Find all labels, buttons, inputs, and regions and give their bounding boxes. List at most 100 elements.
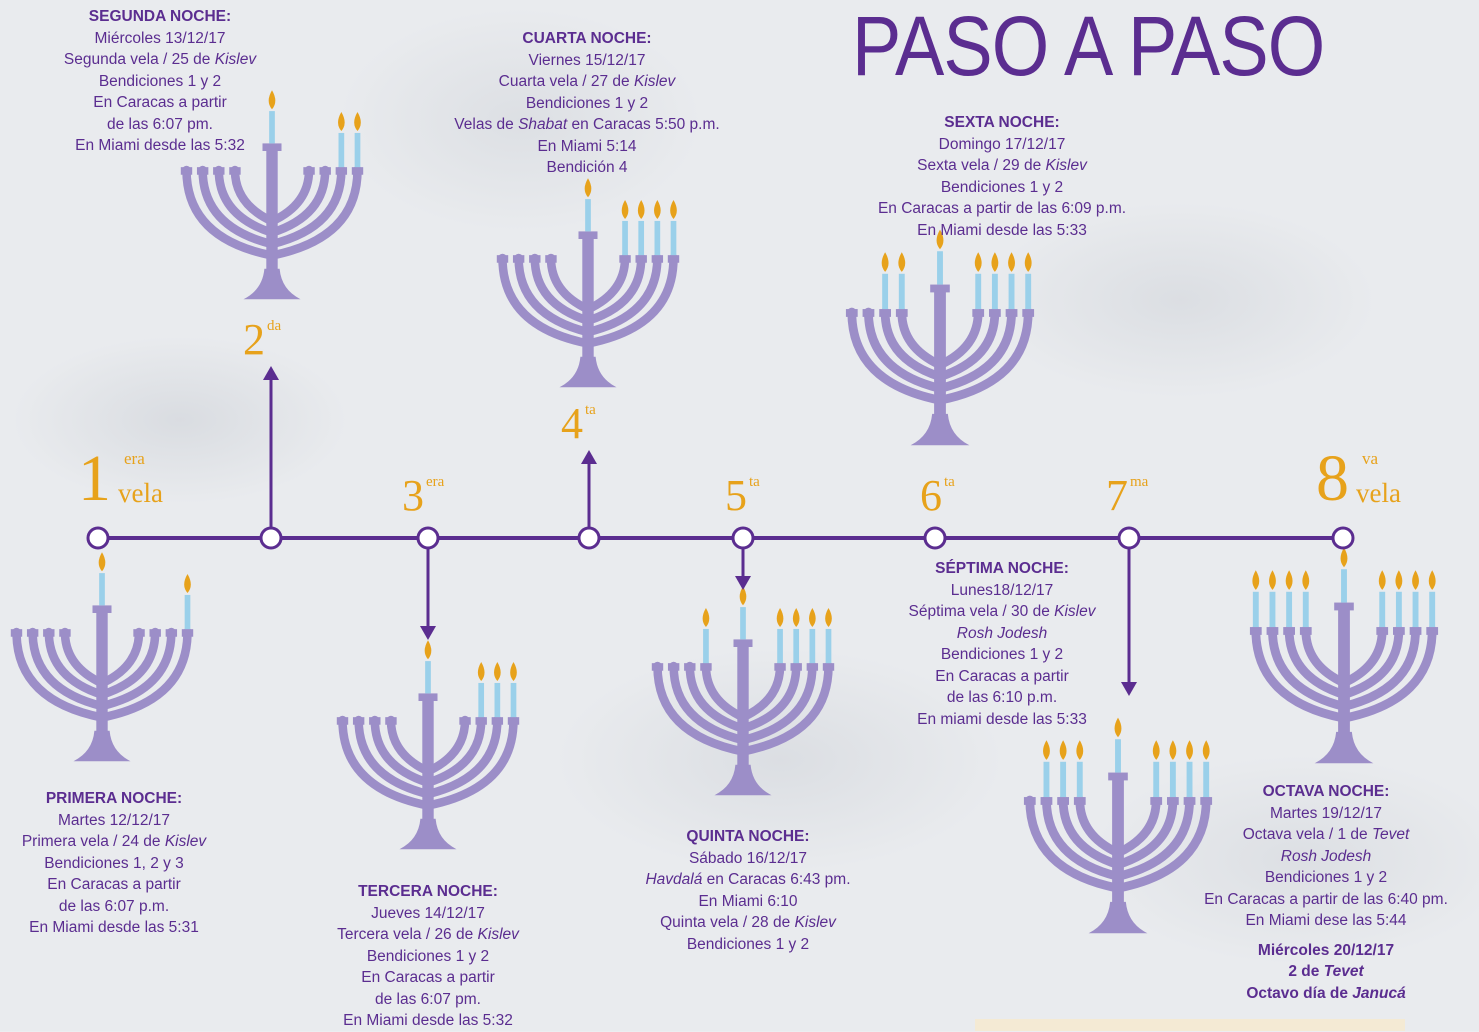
ordinal-8: 8 va vela <box>1316 446 1401 512</box>
night-8-caracas: En Caracas a partir de las 6:40 pm. <box>1204 890 1448 908</box>
node-8 <box>1331 526 1355 550</box>
menorah-7-icon <box>1023 717 1213 934</box>
night-6-blessings: Bendiciones 1 y 2 <box>940 178 1064 196</box>
night-3-caracas-1: En Caracas a partir <box>361 969 495 986</box>
night-6-month: Kislev <box>1045 157 1087 174</box>
node-4 <box>577 526 601 550</box>
menorah-6-icon <box>845 229 1035 446</box>
menorah-3-icon <box>336 640 520 850</box>
menorah-5-icon <box>651 586 835 796</box>
night-8-vela-text: Octava vela / 1 de <box>1242 826 1372 843</box>
ordinal-7-num: 7 <box>1106 471 1128 520</box>
night-5-vela: Quinta vela / 28 de Kislev <box>618 912 878 934</box>
night-6-vela: Sexta vela / 29 de Kislev <box>842 155 1162 177</box>
night-1-caracas-2: de las 6:07 p.m. <box>58 897 170 915</box>
node-3 <box>416 526 440 550</box>
ordinal-5-num: 5 <box>725 471 747 520</box>
menorah-8-icon <box>1249 547 1439 764</box>
night-8-miami: En Miami dese las 5:44 <box>1245 912 1407 929</box>
night-8-extra-tevet-a: 2 de <box>1288 963 1324 980</box>
night-7-month: Kislev <box>1054 603 1096 620</box>
menorah-1-icon <box>10 552 194 762</box>
ordinal-6-num: 6 <box>920 471 942 520</box>
night-4-heading: CUARTA NOCHE: <box>522 30 652 47</box>
night-8-extra-tevet: 2 de Tevet <box>1176 961 1476 983</box>
ordinal-1: 1 era vela <box>78 446 163 512</box>
night-5-havdala: Havdalá en Caracas 6:43 pm. <box>618 869 878 891</box>
night-2-blessings: Bendiciones 1 y 2 <box>98 72 222 90</box>
ordinal-3-num: 3 <box>402 471 424 520</box>
node-7 <box>1117 526 1141 550</box>
timeline <box>86 366 1355 696</box>
night-4-shabat: Velas de Shabat en Caracas 5:50 p.m. <box>432 114 742 136</box>
night-4-blessings: Bendiciones 1 y 2 <box>525 94 649 112</box>
ordinal-5-sup: ta <box>749 474 760 490</box>
night-7-info: SÉPTIMA NOCHE: Lunes18/12/17 Séptima vel… <box>862 558 1142 730</box>
night-4-date: Viernes 15/12/17 <box>528 51 646 69</box>
night-2-info: SEGUNDA NOCHE: Miércoles 13/12/17 Segund… <box>20 6 300 157</box>
ordinal-6-sup: ta <box>944 474 955 490</box>
night-4-shabat-a: Velas de <box>454 116 519 133</box>
night-5-info: QUINTA NOCHE: Sábado 16/12/17 Havdalá en… <box>618 826 878 955</box>
night-4-month: Kislev <box>633 73 676 90</box>
night-1-vela-text: Primera vela / 24 de <box>21 833 165 850</box>
night-7-vela-text: Séptima vela / 30 de <box>908 603 1055 620</box>
arrowhead-2 <box>263 366 279 380</box>
night-1-caracas-1: En Caracas a partir <box>47 876 181 893</box>
night-4-shabat-c: en Caracas 5:50 p.m. <box>567 116 720 133</box>
night-7-caracas-2: de las 6:10 p.m. <box>946 689 1058 706</box>
night-8-month: Tevet <box>1371 826 1410 843</box>
night-4-info: CUARTA NOCHE: Viernes 15/12/17 Cuarta ve… <box>432 28 742 179</box>
night-5-vela-text: Quinta vela / 28 de <box>660 914 795 931</box>
night-2-caracas-1: En Caracas a partir <box>93 94 227 111</box>
night-7-rosh-text: Rosh Jodesh <box>956 624 1048 642</box>
night-2-caracas-2: de las 6:07 pm. <box>107 115 213 133</box>
night-3-caracas-2: de las 6:07 pm. <box>375 990 481 1008</box>
night-8-extra-tevet-b: Tevet <box>1323 963 1364 980</box>
node-1 <box>86 526 110 550</box>
night-4-shabat-b: Shabat <box>518 116 568 133</box>
night-8-heading: OCTAVA NOCHE: <box>1262 783 1390 800</box>
ordinal-2-num: 2 <box>243 315 265 364</box>
night-8-extra-day-b: Janucá <box>1352 984 1406 1002</box>
night-7-blessings: Bendiciones 1 y 2 <box>940 646 1064 663</box>
night-6-caracas: En Caracas a partir de las 6:09 p.m. <box>877 200 1127 217</box>
night-1-miami: En Miami desde las 5:31 <box>29 919 199 936</box>
night-8-vela: Octava vela / 1 de Tevet <box>1176 824 1476 846</box>
menorah-2-icon <box>180 90 364 300</box>
night-1-month: Kislev <box>164 833 207 850</box>
night-3-vela: Tercera vela / 26 de Kislev <box>298 924 558 946</box>
night-7-caracas-1: En Caracas a partir <box>935 667 1069 685</box>
night-5-month: Kislev <box>794 914 836 931</box>
night-1-blessings: Bendiciones 1, 2 y 3 <box>44 854 184 872</box>
night-6-info: SEXTA NOCHE: Domingo 17/12/17 Sexta vela… <box>842 112 1162 241</box>
arrowhead-3 <box>420 626 436 640</box>
footer-note-box <box>975 1019 1405 1031</box>
night-3-date: Jueves 14/12/17 <box>371 904 485 922</box>
night-5-miami: En Miami 6:10 <box>698 892 798 910</box>
night-4-vela: Cuarta vela / 27 de Kislev <box>432 71 742 93</box>
night-1-heading: PRIMERA NOCHE: <box>45 790 183 807</box>
night-8-rosh: Rosh Jodesh <box>1176 846 1476 868</box>
night-5-havdala-a: Havdalá <box>645 871 703 888</box>
night-1-info: PRIMERA NOCHE: Martes 12/12/17 Primera v… <box>0 788 228 939</box>
night-2-date: Miércoles 13/12/17 <box>94 29 226 47</box>
node-6 <box>923 526 947 550</box>
ordinal-1-sup: era <box>124 449 145 468</box>
night-6-vela-text: Sexta vela / 29 de <box>917 157 1046 174</box>
night-8-info: OCTAVA NOCHE: Martes 19/12/17 Octava vel… <box>1176 781 1476 1004</box>
ordinal-2-sup: da <box>267 318 282 334</box>
night-4-blessing-4: Bendición 4 <box>546 159 628 176</box>
night-8-rosh-text: Rosh Jodesh <box>1280 847 1372 865</box>
night-5-heading: QUINTA NOCHE: <box>686 828 810 845</box>
night-4-miami: En Miami 5:14 <box>537 137 637 155</box>
night-4-vela-text: Cuarta vela / 27 de <box>498 73 634 90</box>
night-5-blessings: Bendiciones 1 y 2 <box>686 935 810 953</box>
night-3-miami: En Miami desde las 5:32 <box>343 1012 513 1029</box>
night-1-vela: Primera vela / 24 de Kislev <box>0 831 228 853</box>
night-8-date: Martes 19/12/17 <box>1269 804 1382 822</box>
night-2-vela-text: Segunda vela / 25 de <box>63 51 215 68</box>
